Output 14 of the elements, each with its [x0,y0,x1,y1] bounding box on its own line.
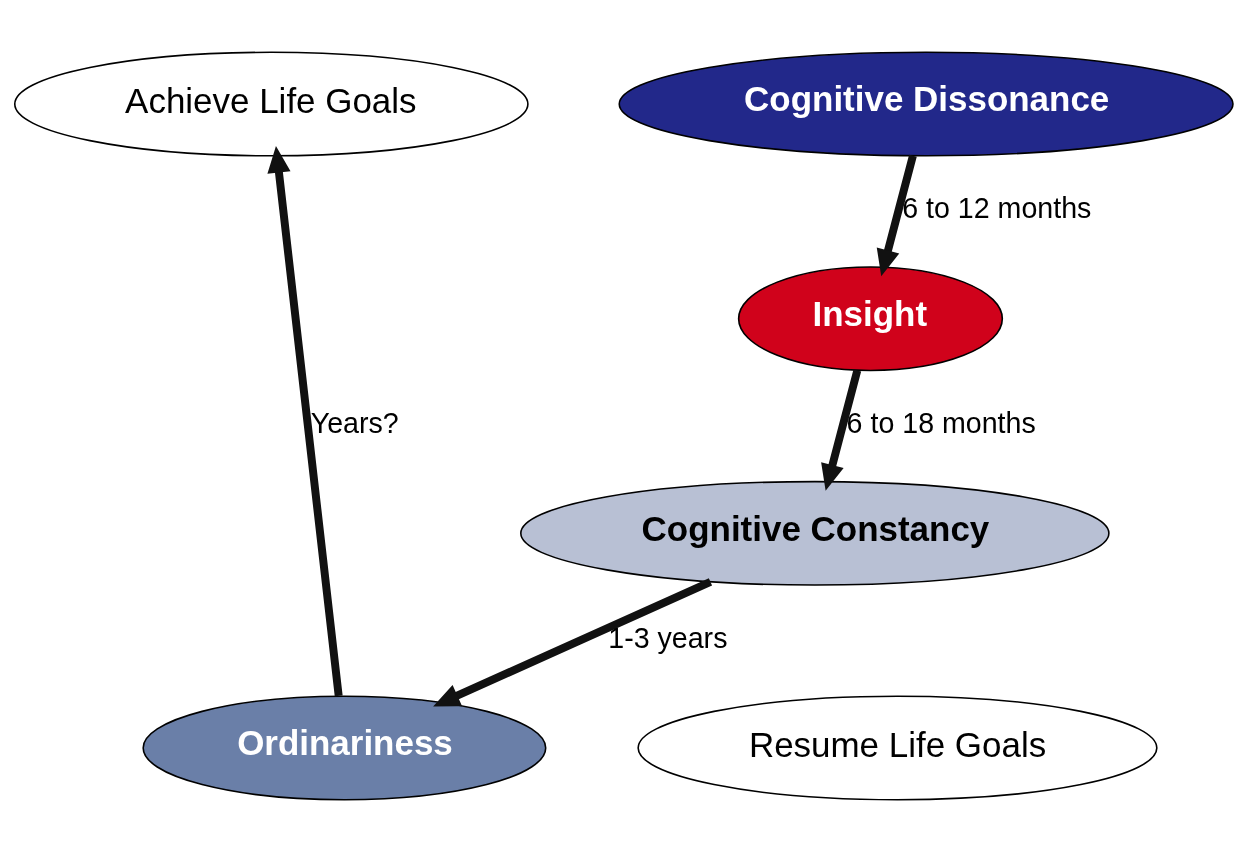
node-ellipse: Ordinariness [142,695,547,801]
arrow [267,146,343,697]
edge-label: 6 to 12 months [902,192,1092,225]
arrow [821,369,862,491]
node-ellipse: Insight [737,266,1004,372]
node-ellipse: Cognitive Dissonance [618,51,1234,157]
edge-label: Years? [310,406,399,439]
node-ellipse: Resume Life Goals [637,695,1158,801]
edge-label: 1-3 years [608,621,728,654]
edge-label: 6 to 18 months [846,406,1036,439]
node-ellipse: Cognitive Constancy [520,480,1110,586]
arrow [876,154,917,277]
node-ellipse: Achieve Life Goals [13,51,529,157]
arrow [433,578,713,707]
